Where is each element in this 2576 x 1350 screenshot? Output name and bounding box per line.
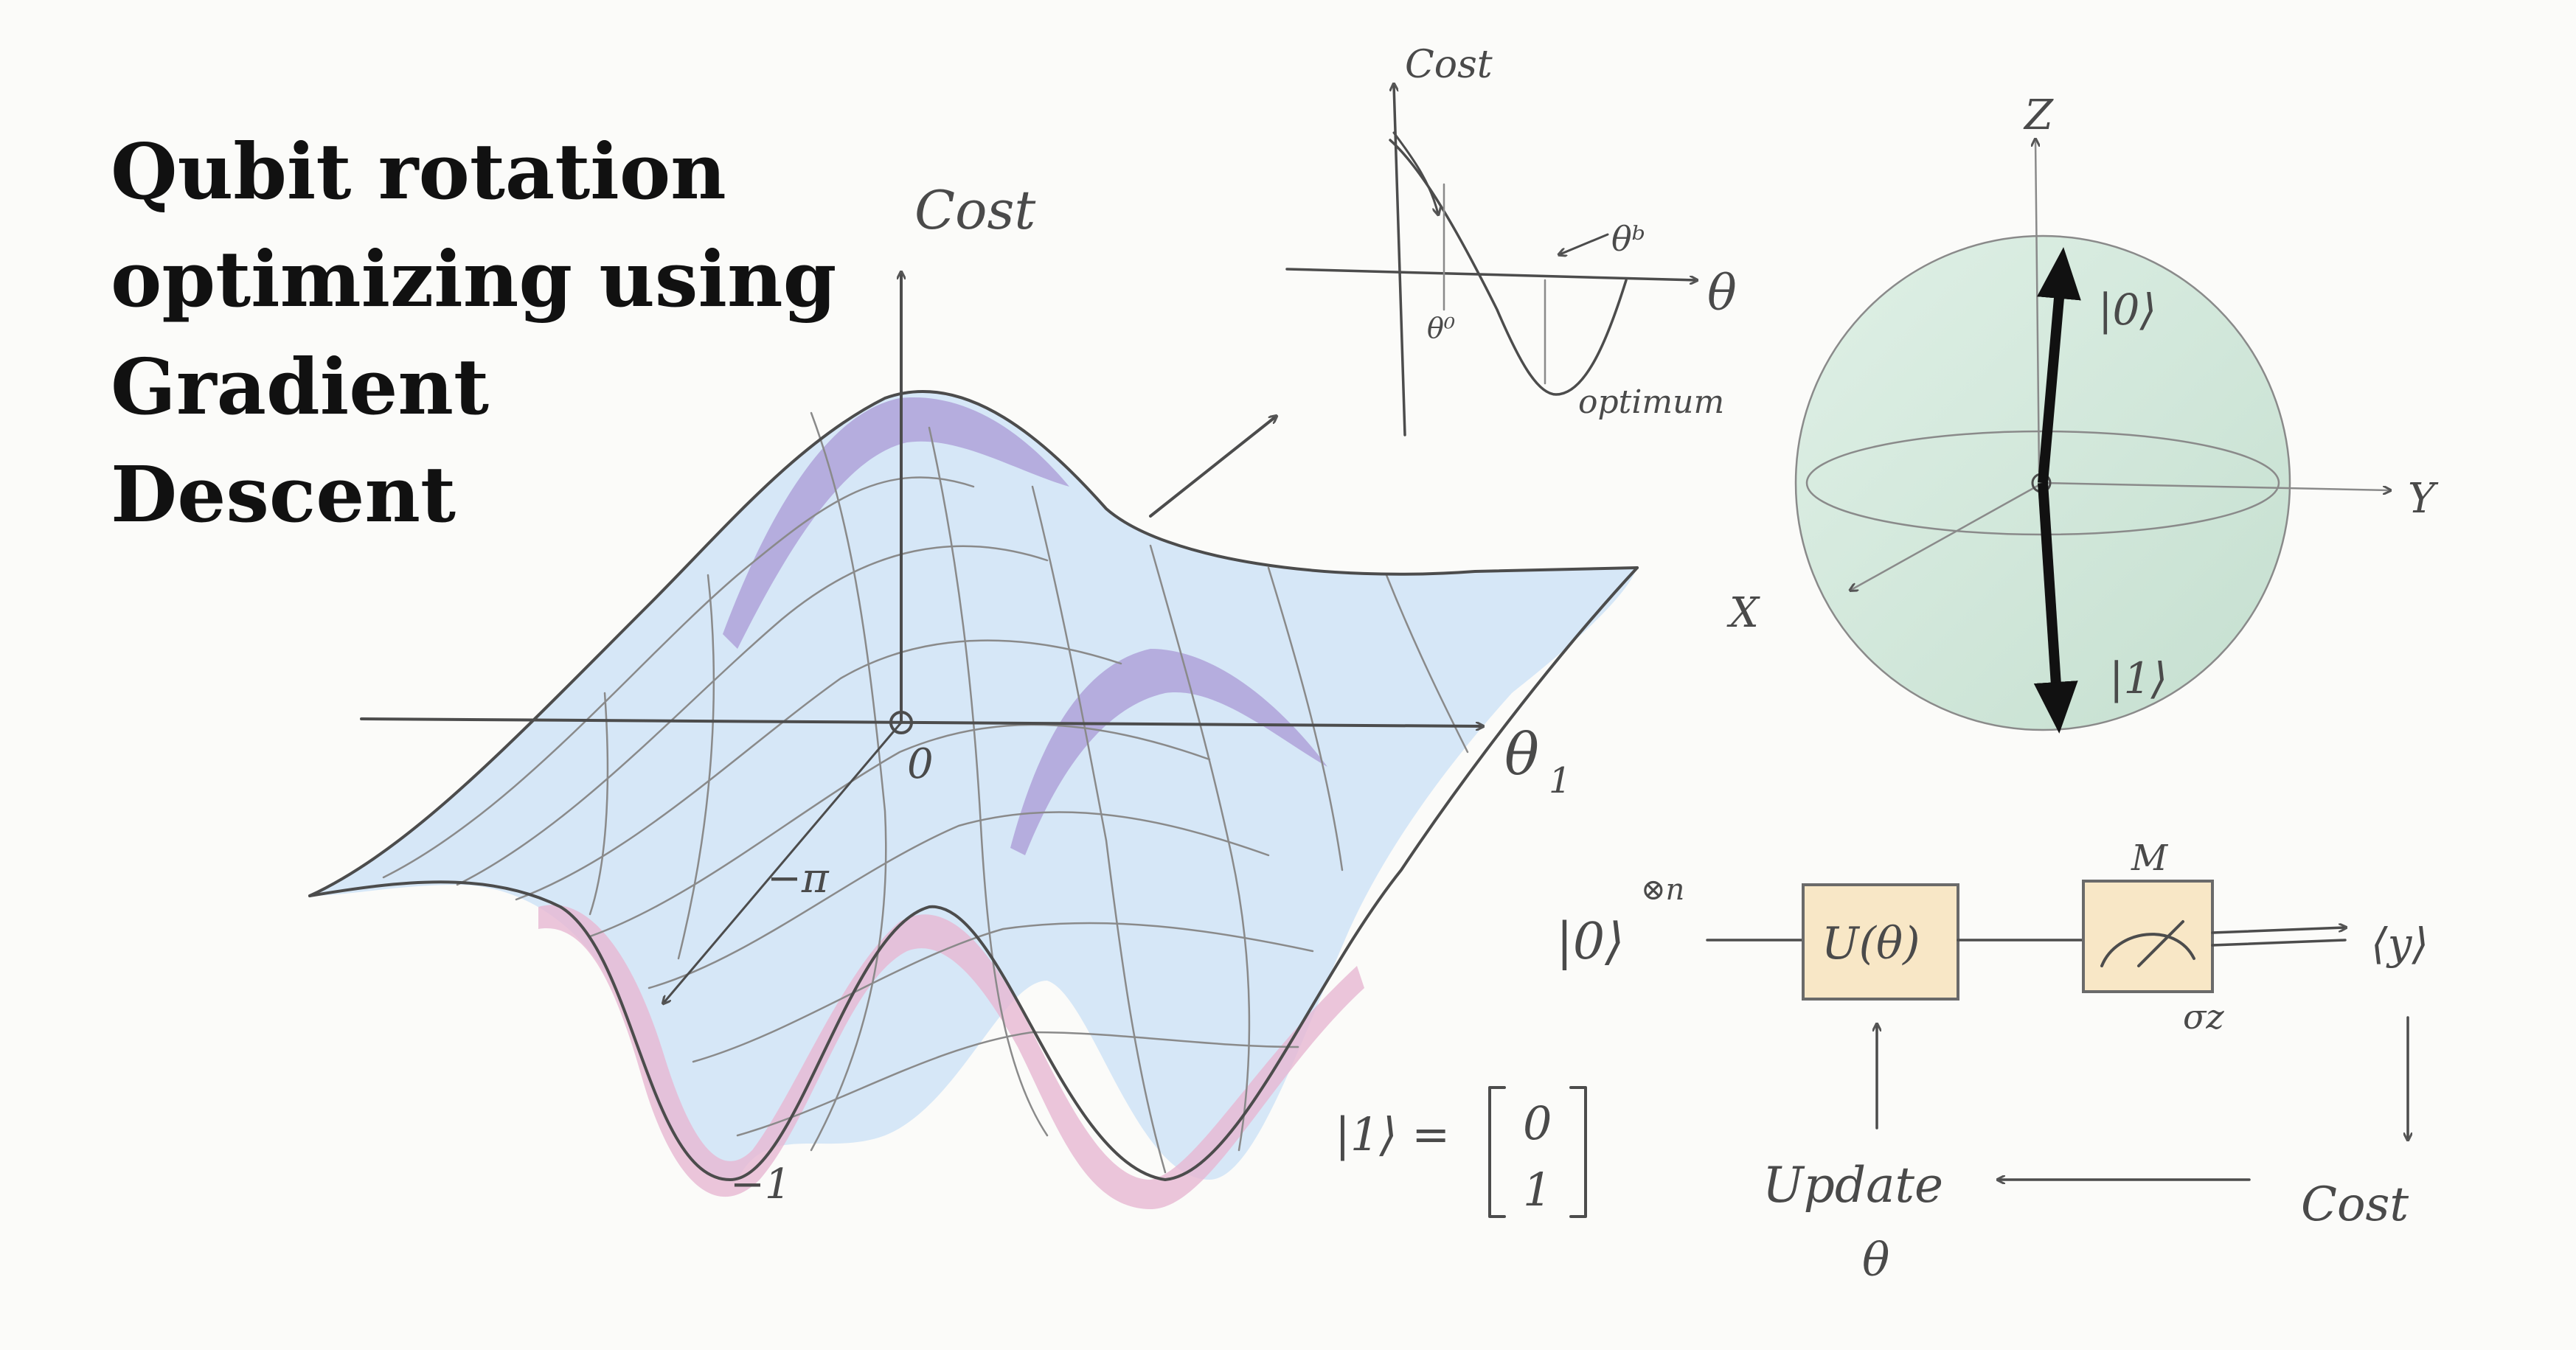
surface-origin-label: 0 <box>907 740 934 788</box>
cost-surface-plot: Cost θ 1 0 −π −1 <box>308 179 1639 1209</box>
bloch-x-label: X <box>1726 589 1760 637</box>
matrix-top-entry: 0 <box>1523 1096 1552 1150</box>
surface-z-axis-label: Cost <box>914 179 1036 241</box>
title-line-4: Descent <box>111 449 456 540</box>
cost-curve-step-arrow <box>1392 131 1438 214</box>
circuit-update-param: θ <box>1862 1233 1889 1287</box>
surface-x-axis-label: θ <box>1504 722 1539 788</box>
bloch-state-arrow-up <box>2037 247 2081 484</box>
bloch-sphere: Z Y X |0⟩ |1⟩ <box>1726 91 2439 734</box>
surface-y-axis <box>1149 417 1276 518</box>
title-line-2: optimizing using <box>111 234 837 324</box>
circuit-update-label: Update <box>1763 1157 1943 1214</box>
circuit-input-state: |0⟩ <box>1556 913 1625 971</box>
ket-one-lhs: |1⟩ = <box>1335 1107 1450 1161</box>
title: Qubit rotation optimizing using Gradient… <box>111 118 836 549</box>
bloch-y-label: Y <box>2408 475 2439 523</box>
cost-curve-x-axis <box>1285 268 1696 280</box>
meter-arc <box>2100 933 2195 967</box>
bloch-x-axis <box>1851 481 2044 590</box>
bloch-z-axis <box>2035 140 2041 473</box>
cost-curve-theta-start: θ⁰ <box>1427 312 1455 344</box>
wire-output-2 <box>2211 939 2347 947</box>
surface-diagonal-axis <box>664 721 903 1003</box>
cost-curve-theta-best: θᵇ <box>1611 219 1645 259</box>
measurement-gate <box>2082 880 2214 993</box>
quantum-circuit: |0⟩ ⊗n U(θ) M σz ⟨y⟩ Cost Update θ <box>1556 838 2429 1287</box>
title-line-3: Gradient <box>111 341 490 432</box>
wire-output-1 <box>2211 928 2345 934</box>
surface-x-axis-subscript: 1 <box>1549 760 1572 801</box>
measurement-label: M <box>2131 838 2169 879</box>
unitary-gate-label: U(θ) <box>1822 918 1920 970</box>
bloch-state-arrow-down <box>2033 482 2078 734</box>
bloch-ket-one: |1⟩ <box>2109 653 2167 703</box>
surface-front-edge <box>308 566 1639 1181</box>
surface-x-axis <box>360 717 1482 726</box>
peak-highlight-1 <box>723 397 1069 649</box>
surface-fill <box>310 391 1637 1181</box>
cost-curve-plot: Cost θ θ⁰ θᵇ optimum <box>1285 43 1737 436</box>
cost-curve-x-label: θ <box>1707 265 1737 321</box>
cost-curve-minimum-label: optimum <box>1578 383 1724 421</box>
bloch-y-axis <box>2041 481 2389 490</box>
surface-tick-minus-one: −1 <box>730 1161 791 1208</box>
ket-one-vector: |1⟩ = 0 1 <box>1335 1086 1587 1218</box>
matrix-right-bracket <box>1569 1086 1587 1218</box>
cost-curve-y-axis <box>1394 85 1406 436</box>
surface-origin-point <box>889 711 913 734</box>
surface-outline <box>308 389 1639 897</box>
meter-needle <box>2137 920 2184 967</box>
bloch-z-label: Z <box>2023 91 2054 139</box>
unitary-gate <box>1802 883 1959 1001</box>
observable-label: σz <box>2183 997 2224 1037</box>
circuit-cost-label: Cost <box>2301 1177 2409 1232</box>
circuit-input-power: ⊗n <box>1641 873 1684 907</box>
cost-curve-line <box>1389 139 1628 396</box>
circuit-output-label: ⟨y⟩ <box>2371 919 2429 969</box>
bloch-ket-zero: |0⟩ <box>2098 285 2156 335</box>
cost-curve-y-label: Cost <box>1405 43 1493 87</box>
peak-highlight-2 <box>1010 649 1327 855</box>
matrix-bottom-entry: 1 <box>1523 1163 1552 1217</box>
matrix-left-bracket <box>1488 1086 1506 1218</box>
cost-curve-best-arrow <box>1560 233 1609 254</box>
title-line-1: Qubit rotation <box>111 126 726 217</box>
surface-tick-minus-pi: −π <box>767 855 830 902</box>
surface-mesh <box>382 411 1469 1174</box>
